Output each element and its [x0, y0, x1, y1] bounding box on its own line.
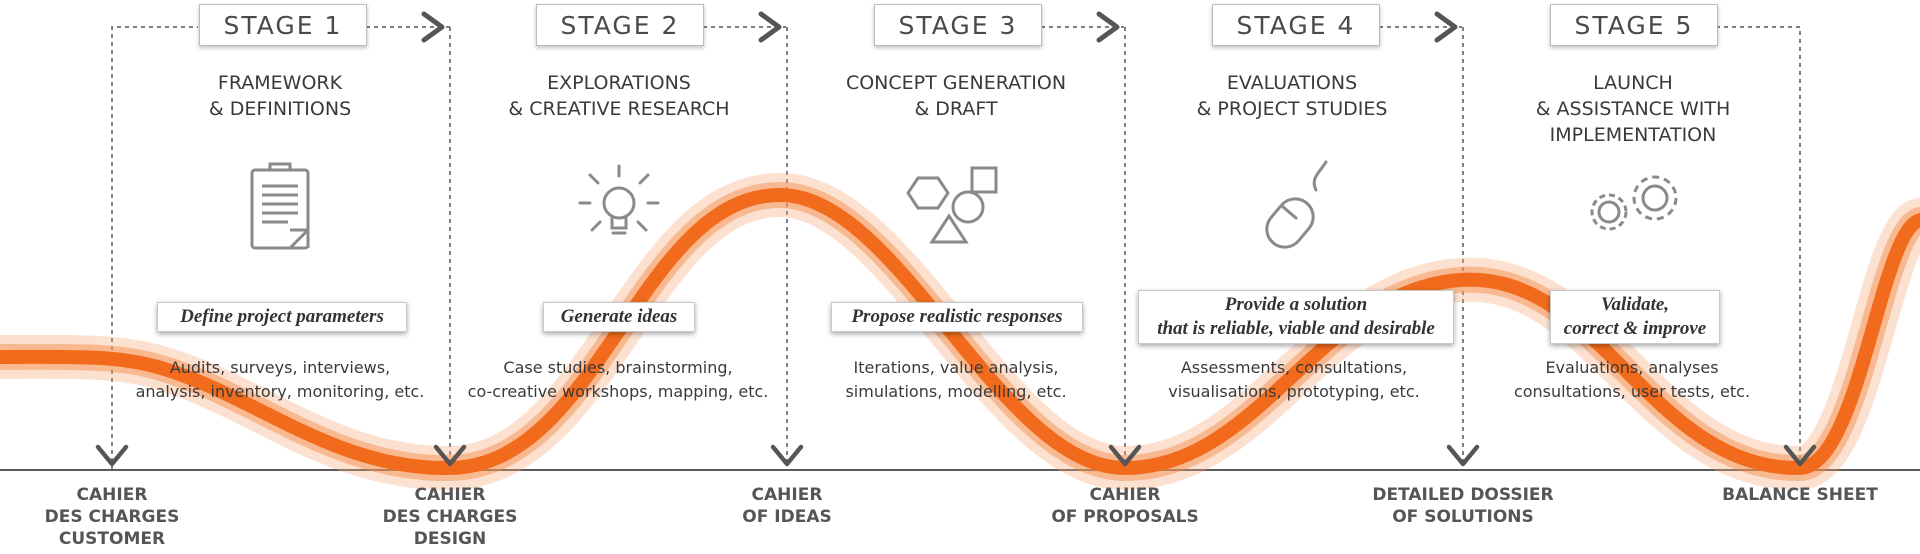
chevron-down-icon [1108, 444, 1142, 467]
chevron-right-icon [421, 11, 445, 43]
stage-2-goal: Generate ideas [543, 302, 695, 332]
milestone-dividers [449, 27, 1464, 462]
milestone-6: BALANCE SHEET [1722, 485, 1878, 505]
stage-4-label: STAGE 4 [1212, 4, 1380, 46]
progress-curve [0, 172, 1920, 491]
stage-3-label: STAGE 3 [874, 4, 1042, 46]
gears-icon [1590, 175, 1678, 231]
clipboard-icon [250, 162, 310, 250]
chevron-right-icon [758, 11, 782, 43]
top-arrow-heads [421, 11, 1458, 43]
stage-2-detail: Case studies, brainstorming,co-creative … [467, 358, 769, 401]
stage-3-title: CONCEPT GENERATION& DRAFT [845, 72, 1067, 120]
stage-3-detail: Iterations, value analysis,simulations, … [845, 358, 1067, 401]
chevron-down-icon [1783, 444, 1817, 467]
stage-2-title: EXPLORATIONS& CREATIVE RESEARCH [508, 72, 730, 120]
stage-1-goal: Define project parameters [157, 302, 407, 332]
stage-2-label: STAGE 2 [536, 4, 704, 46]
stage-3-goal: Propose realistic responses [831, 302, 1083, 332]
chevron-down-icon [1446, 444, 1480, 467]
chevron-down-icon [770, 444, 804, 467]
stage-1-title: FRAMEWORK& DEFINITIONS [208, 72, 352, 120]
stage-4-detail: Assessments, consultations,visualisation… [1168, 358, 1420, 401]
shapes-icon [906, 166, 998, 244]
mouse-icon [1265, 160, 1328, 249]
milestone-markers [95, 444, 1817, 467]
stage-1-label: STAGE 1 [199, 4, 367, 46]
stage-4-title: EVALUATIONS& PROJECT STUDIES [1196, 72, 1388, 120]
lightbulb-icon [578, 164, 660, 235]
chevron-right-icon [1434, 11, 1458, 43]
chevron-down-icon [433, 444, 467, 467]
stage-5-label: STAGE 5 [1550, 4, 1718, 46]
stage-connectors [111, 26, 1801, 470]
chevron-right-icon [1096, 11, 1120, 43]
stage-5-goal: Validate,correct & improve [1550, 290, 1720, 344]
stage-1-detail: Audits, surveys, interviews,analysis, in… [135, 358, 425, 401]
chevron-down-icon [95, 444, 129, 467]
